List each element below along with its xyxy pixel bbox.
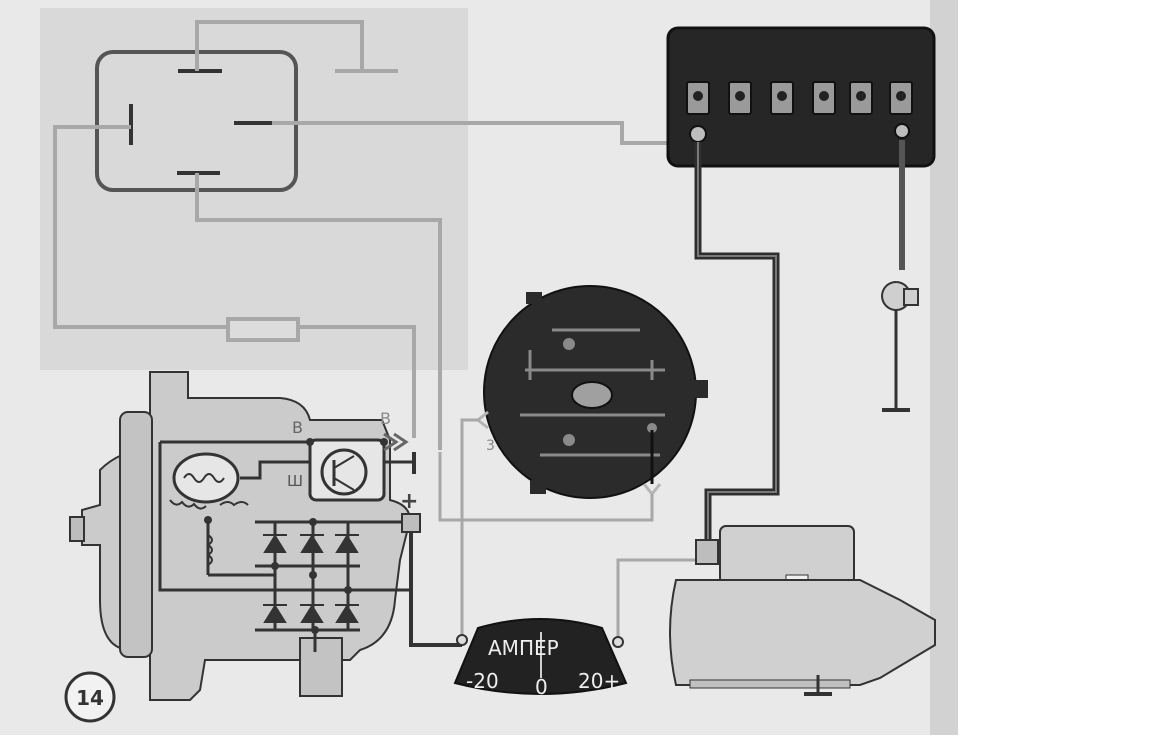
starter-terminal-bolt <box>695 539 719 565</box>
diode <box>263 604 287 623</box>
generator-left-boss <box>69 516 85 542</box>
fuse <box>226 317 300 342</box>
generator-stator-coil <box>206 534 213 566</box>
starter-motor <box>669 525 936 696</box>
battery <box>666 26 936 168</box>
generator-field-loop <box>158 442 410 592</box>
battery-positive-terminal <box>689 125 707 143</box>
generator-stator-coil <box>169 499 207 510</box>
ammeter-scale-min: -20 <box>466 669 499 693</box>
battery-ground <box>881 140 919 412</box>
wire-generator-to-ammeter <box>409 532 462 647</box>
diode <box>300 604 324 623</box>
junction-dot <box>306 438 314 446</box>
diode <box>335 534 359 553</box>
terminal-plus-bolt <box>401 513 421 533</box>
ammeter-title: АМПЕР <box>488 636 559 660</box>
starter-body <box>669 579 936 686</box>
ammeter-scale-mid: 0 <box>535 675 548 699</box>
ground-bolt <box>903 288 919 306</box>
junction-dot <box>380 438 388 446</box>
switch-contacts <box>520 328 665 457</box>
wire-battery-to-starter-inner <box>697 142 777 548</box>
ammeter: АМПЕР -20 0 20+ <box>453 618 628 699</box>
wire-switch-to-regulator <box>438 452 654 522</box>
diode <box>300 534 324 553</box>
junction-dot <box>309 571 317 579</box>
wire-ammeter-to-starter <box>616 558 700 640</box>
overlay-wires <box>53 20 697 450</box>
ammeter-terminal-right <box>612 636 624 648</box>
switch-tab-bottom <box>530 480 546 494</box>
starter-foot <box>689 679 851 689</box>
generator-stator-coil <box>219 501 249 507</box>
regulator-transistor-lead <box>333 477 355 491</box>
junction-dot <box>309 518 317 526</box>
switch-tab-top <box>526 292 542 304</box>
ignition-switch: 3 <box>475 285 708 499</box>
wire-switch-to-ammeter <box>460 418 480 640</box>
switch-pivot <box>563 434 575 446</box>
switch-pivot <box>647 423 657 433</box>
generator-rotor <box>172 452 240 504</box>
terminal-b2-label: В <box>380 409 391 428</box>
regulator-transistor-lead <box>333 455 355 469</box>
battery-case <box>666 26 936 168</box>
wire-relay-left-to-b <box>53 125 416 438</box>
junction-dot <box>344 586 352 594</box>
generator-rotor-winding <box>183 473 225 483</box>
battery-cell-screw <box>693 91 703 101</box>
battery-cell-screws <box>693 91 906 101</box>
switch-terminal-label: 3 <box>486 438 495 454</box>
switch-pivot <box>563 338 575 350</box>
generator: В В Ш + <box>69 371 421 701</box>
ammeter-scale-max: 20+ <box>578 669 620 693</box>
junction-dot <box>311 626 319 634</box>
generator-sh-lead <box>240 460 310 480</box>
switch-cam <box>571 381 613 409</box>
terminal-plus-label: + <box>400 489 418 514</box>
ammeter-terminal-left <box>456 634 468 646</box>
switch-wires <box>438 418 700 640</box>
battery-cell-screw <box>735 91 745 101</box>
battery-cell-screw <box>896 91 906 101</box>
junction-dot <box>271 562 279 570</box>
switch-tab-right <box>692 380 708 398</box>
junction-dot <box>204 516 212 524</box>
terminal-b-label: В <box>292 418 303 437</box>
terminal-sh-label: Ш <box>287 472 303 490</box>
figure-number: 14 <box>76 686 104 710</box>
battery-cell-screw <box>819 91 829 101</box>
regulator-transistor <box>320 448 368 496</box>
diode <box>335 604 359 623</box>
junction-dots <box>204 438 388 634</box>
generator-bracket <box>299 637 343 697</box>
diode <box>263 534 287 553</box>
wire-relay-bottom-to-regulator <box>195 173 442 450</box>
battery-cell-screw <box>777 91 787 101</box>
figure-number-badge <box>64 671 116 723</box>
wire-relay-top-to-ground <box>195 20 364 71</box>
battery-cell-screw <box>856 91 866 101</box>
battery-cell-caps <box>686 81 913 115</box>
battery-negative-terminal <box>894 123 910 139</box>
terminal-b-arrow <box>383 432 409 452</box>
diode-bridge <box>263 534 359 623</box>
generator-end-cap <box>119 411 153 658</box>
wire-relay-right-to-battery <box>272 121 697 145</box>
